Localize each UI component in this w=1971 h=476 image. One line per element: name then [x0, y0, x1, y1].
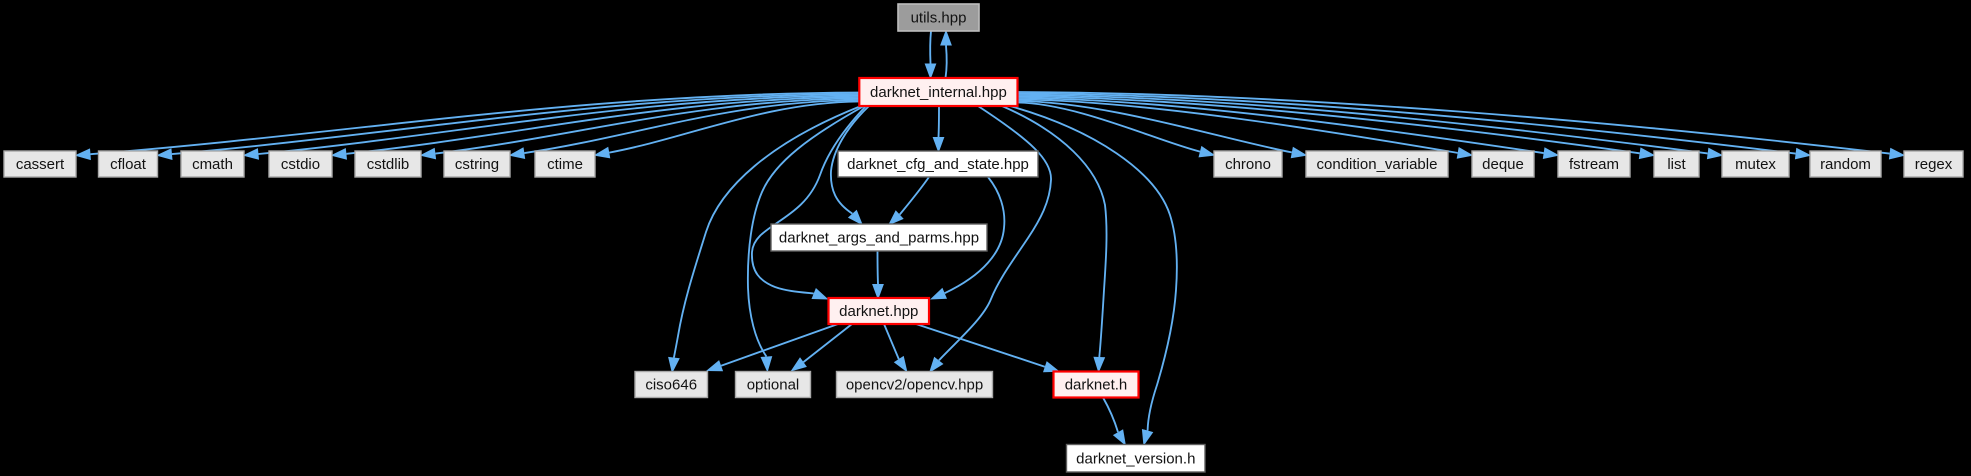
svg-text:darknet.hpp: darknet.hpp [839, 303, 918, 320]
svg-text:cassert: cassert [16, 156, 65, 173]
svg-text:deque: deque [1482, 156, 1524, 173]
svg-text:ctime: ctime [547, 156, 583, 173]
svg-text:darknet_args_and_parms.hpp: darknet_args_and_parms.hpp [779, 230, 979, 247]
svg-text:random: random [1820, 156, 1871, 173]
svg-text:opencv2/opencv.hpp: opencv2/opencv.hpp [846, 377, 983, 394]
svg-text:utils.hpp: utils.hpp [911, 10, 967, 27]
svg-text:darknet_version.h: darknet_version.h [1076, 450, 1195, 467]
svg-text:darknet.h: darknet.h [1065, 377, 1128, 394]
svg-text:regex: regex [1915, 156, 1953, 173]
svg-text:cstdio: cstdio [281, 156, 320, 173]
svg-text:mutex: mutex [1735, 156, 1776, 173]
svg-text:fstream: fstream [1569, 156, 1619, 173]
svg-text:darknet_internal.hpp: darknet_internal.hpp [870, 84, 1007, 101]
svg-text:cstdlib: cstdlib [367, 156, 410, 173]
svg-text:cfloat: cfloat [110, 156, 147, 173]
svg-text:optional: optional [747, 377, 800, 394]
svg-text:list: list [1667, 156, 1686, 173]
svg-text:ciso646: ciso646 [645, 377, 697, 394]
svg-text:chrono: chrono [1225, 156, 1271, 173]
svg-text:cmath: cmath [192, 156, 233, 173]
svg-text:condition_variable: condition_variable [1317, 156, 1438, 173]
svg-text:cstring: cstring [455, 156, 499, 173]
svg-text:darknet_cfg_and_state.hpp: darknet_cfg_and_state.hpp [847, 156, 1029, 173]
